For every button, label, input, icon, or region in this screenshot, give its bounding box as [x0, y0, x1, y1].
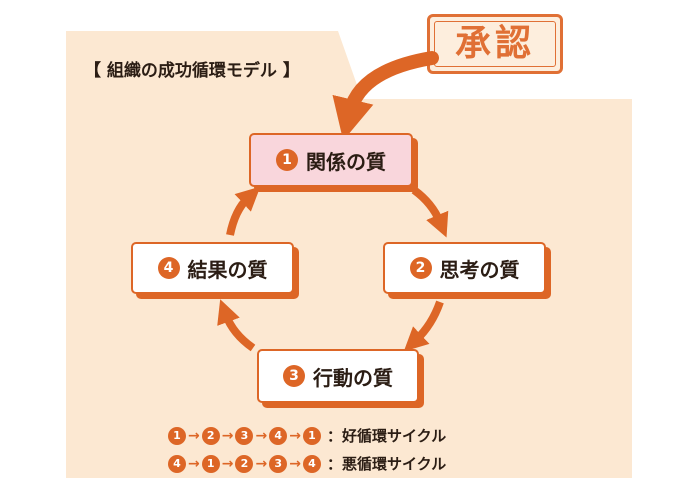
legend-arrow: → — [289, 455, 301, 472]
legend-separator: ： — [326, 455, 342, 473]
legend-arrow: → — [289, 427, 301, 444]
legend-arrow: → — [221, 455, 234, 472]
node-number-badge: 2 — [409, 257, 432, 279]
node-number-badge: 3 — [283, 365, 305, 387]
legend-arrow: → — [188, 455, 200, 472]
node-label: 行動の質 — [313, 365, 393, 390]
legend-bad-cycle: 4→ 1→ 2→ 3→ 4 ： 悪循環サイクル — [168, 453, 446, 474]
legend-arrow: → — [255, 427, 268, 444]
arrow-2-to-3 — [403, 300, 444, 352]
legend-arrow: → — [221, 427, 234, 444]
legend-step: 4 — [269, 426, 288, 445]
legend-separator: ： — [326, 427, 342, 445]
legend-label: 好循環サイクル — [341, 427, 447, 445]
legend-step: 4 — [302, 454, 321, 473]
legend-arrow: → — [188, 427, 200, 444]
node-number-badge: 4 — [157, 257, 180, 279]
node-relationship-quality: 1 関係の質 — [249, 133, 413, 187]
node-label: 結果の質 — [187, 257, 268, 282]
legend-step: 1 — [201, 454, 220, 473]
legend-step: 3 — [269, 454, 288, 473]
node-label: 思考の質 — [439, 257, 520, 282]
legend-step: 1 — [168, 426, 186, 445]
legend-step: 2 — [201, 426, 220, 445]
legend-step: 1 — [302, 426, 321, 445]
arrow-1-to-2 — [411, 186, 449, 238]
arrow-3-to-4 — [217, 299, 256, 352]
legend-arrow: → — [255, 455, 268, 472]
legend-step: 2 — [235, 454, 254, 473]
legend-step: 4 — [168, 454, 186, 473]
node-thinking-quality: 2 思考の質 — [383, 242, 546, 294]
approval-stamp: 承認 — [427, 14, 563, 74]
legend-step: 3 — [235, 426, 254, 445]
node-action-quality: 3 行動の質 — [257, 349, 419, 403]
node-result-quality: 4 結果の質 — [131, 242, 294, 294]
approval-stamp-text: 承認 — [454, 23, 535, 64]
node-number-badge: 1 — [276, 149, 298, 171]
legend-label: 悪循環サイクル — [341, 455, 447, 473]
stamp-arrow — [332, 51, 439, 141]
arrow-4-to-1 — [226, 186, 261, 236]
diagram-title: 【 組織の成功循環モデル 】 — [84, 61, 300, 81]
legend-good-cycle: 1→ 2→ 3→ 4→ 1 ： 好循環サイクル — [168, 425, 446, 446]
node-label: 関係の質 — [306, 149, 386, 174]
